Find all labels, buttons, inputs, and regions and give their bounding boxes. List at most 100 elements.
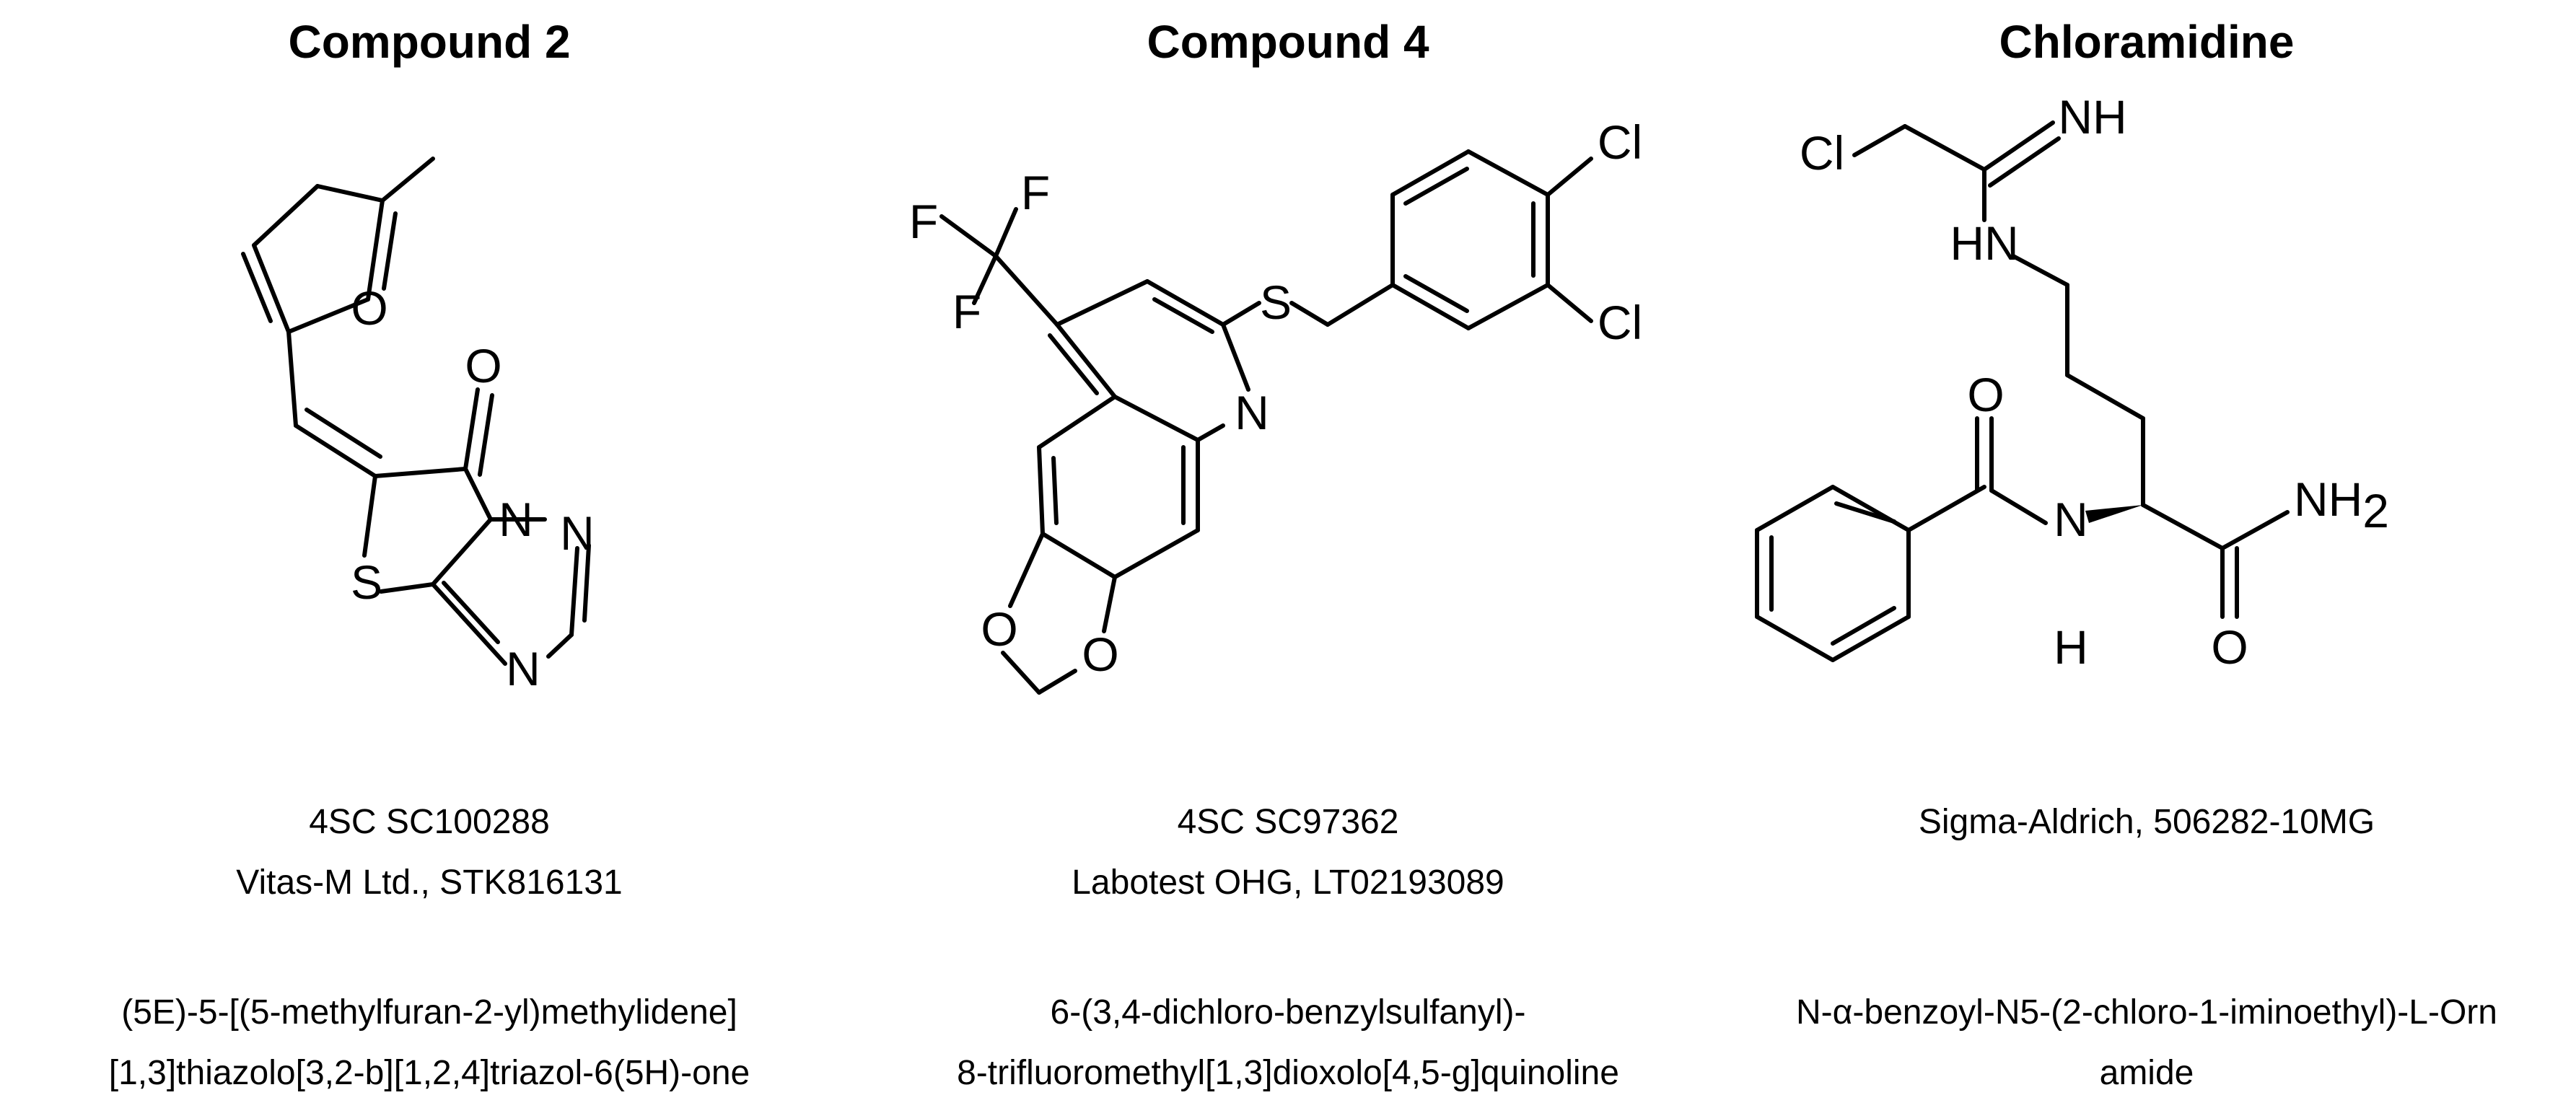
bond (294, 423, 377, 478)
atom-label-o-keto: O (465, 339, 501, 392)
supplier-info: 4SC SC100288 Vitas-M Ltd., STK816131 (0, 792, 859, 913)
bond (1466, 149, 1550, 197)
bond (252, 243, 291, 334)
bond (241, 252, 273, 323)
bond (1196, 423, 1225, 442)
bond (380, 157, 435, 203)
compound-title: Compound 2 (288, 16, 571, 68)
bond (1152, 297, 1214, 334)
bond (1403, 274, 1469, 313)
atom-label-n: N (2054, 493, 2088, 546)
atom-label-cl: Cl (1598, 296, 1642, 349)
bond (1546, 283, 1593, 323)
bond (1221, 301, 1261, 327)
bond (1390, 283, 1471, 330)
bond (379, 582, 435, 594)
bond (2220, 510, 2290, 550)
atom-label-cl: Cl (1800, 126, 1844, 180)
bond (1289, 301, 1330, 327)
bond (1113, 528, 1200, 579)
bond (478, 393, 494, 477)
bond (431, 517, 493, 586)
bond (1113, 395, 1200, 442)
bond (1831, 606, 1896, 646)
atom-label-s: S (351, 555, 382, 609)
bond (569, 546, 579, 637)
name-line: amide (2099, 1054, 2194, 1092)
bond (1326, 283, 1395, 327)
atom-label-o: O (2211, 620, 2248, 674)
bond (373, 467, 468, 478)
bond (463, 467, 493, 522)
bond (1051, 456, 1059, 525)
stereo-wedge (2085, 505, 2143, 523)
structure-compound-4: F F F S N Cl Cl O O (909, 115, 1642, 695)
name-line: [1,3]thiazolo[3,2-b][1,2,4]triazol-6(5H)… (108, 1054, 750, 1092)
structure-compound-2: O O S N N N (241, 157, 595, 695)
bond (1403, 167, 1469, 206)
bond (994, 254, 1059, 327)
bond (939, 214, 998, 258)
compound-panel-2: Compound 2 O O S N N N (0, 0, 859, 1108)
bond (1466, 283, 1550, 330)
atom-label-cl: Cl (1598, 115, 1642, 169)
compound-title: Compound 4 (1147, 16, 1429, 68)
name-line: 6-(3,4-dichloro-benzylsulfanyl)- (1050, 993, 1526, 1032)
name-line: (5E)-5-[(5-methylfuran-2-yl)methylidene] (121, 993, 737, 1032)
bond (1055, 322, 1117, 399)
bond (286, 297, 370, 334)
supplier-line: 4SC SC97362 (1177, 803, 1399, 841)
name-line: N-α-benzoyl-N5-(2-chloro-1-iminoethyl)-L… (1796, 993, 2497, 1032)
bond (1145, 279, 1225, 327)
bond (1852, 124, 1907, 157)
bond (1988, 136, 2061, 188)
compound-panel-chloramidine: Chloramidine Cl NH H (1717, 0, 2576, 1108)
compound-panel-4: Compound 4 (859, 0, 1717, 1108)
bond (362, 474, 377, 558)
bond (382, 211, 398, 291)
bond (2141, 503, 2225, 550)
bond (1390, 149, 1471, 197)
iupac-name: N-α-benzoyl-N5-(2-chloro-1-iminoethyl)-L… (1717, 982, 2576, 1104)
bond (2011, 254, 2069, 287)
bond (1903, 124, 1986, 172)
bond (582, 543, 591, 623)
bond (1755, 615, 1835, 662)
bond (1906, 485, 1986, 532)
bond (463, 387, 480, 471)
nh2-subscript: 2 (2362, 484, 2389, 537)
bond (1546, 157, 1593, 197)
iupac-name: (5E)-5-[(5-methylfuran-2-yl)methylidene]… (0, 982, 859, 1104)
atom-label-hn: HN (1950, 216, 2018, 270)
atom-label-nh: NH (2058, 90, 2126, 144)
nh2-main: NH (2294, 472, 2362, 526)
bond (431, 582, 507, 666)
supplier-line: 4SC SC100288 (309, 803, 550, 841)
bond (1037, 395, 1117, 449)
bond (1221, 322, 1250, 392)
bond (1048, 333, 1099, 395)
bond (252, 184, 320, 247)
atom-label-n: N (506, 642, 540, 695)
bond (1008, 532, 1045, 608)
bond (972, 254, 998, 305)
bond (1834, 501, 1896, 524)
atom-label-o: O (1082, 628, 1118, 681)
atom-label-f: F (1021, 166, 1050, 219)
bond (1831, 485, 1911, 532)
atom-label-n: N (499, 493, 533, 546)
atom-label-o: O (1967, 368, 2004, 421)
bond (994, 207, 1018, 258)
atom-label-f: F (952, 285, 981, 338)
bond (1989, 488, 2048, 525)
bond (1055, 279, 1149, 327)
supplier-info: Sigma-Aldrich, 506282-10MG (1717, 792, 2576, 853)
atom-label-s: S (1260, 276, 1292, 329)
supplier-line: Labotest OHG, LT02193089 (1072, 863, 1504, 902)
bond (1037, 445, 1045, 536)
bond (305, 408, 382, 459)
supplier-line: Sigma-Aldrich, 506282-10MG (1918, 803, 2375, 841)
bond (366, 198, 385, 302)
bond (1755, 485, 1835, 532)
bond (1982, 120, 2055, 172)
